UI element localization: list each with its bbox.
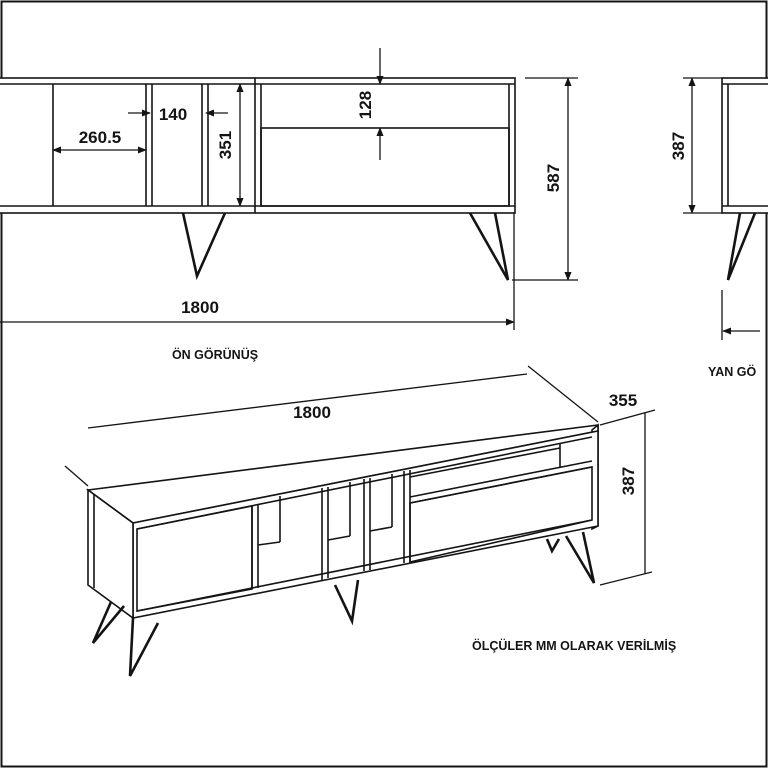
dim-label-260: 260.5 bbox=[79, 128, 122, 147]
iso-drawer bbox=[409, 466, 593, 564]
dim-label-387-side: 387 bbox=[669, 132, 688, 160]
cabinet-body-side bbox=[721, 77, 768, 214]
iso-leg-front-left bbox=[128, 617, 160, 677]
dim-label-1800-front: 1800 bbox=[181, 298, 219, 317]
dim-label-140: 140 bbox=[159, 105, 187, 124]
units-note: ÖLÇÜLER MM OLARAK VERİLMİŞ bbox=[472, 638, 676, 653]
front-leg-right bbox=[468, 212, 510, 281]
iso-leg-middle bbox=[333, 579, 360, 626]
side-leg bbox=[726, 212, 757, 281]
front-view: 260.5 140 351 128 587 1800 ÖN GÖRÜNÜŞ bbox=[0, 48, 578, 362]
iso-leg-right bbox=[564, 531, 596, 584]
side-view-caption: YAN GÖ bbox=[708, 364, 756, 379]
front-view-caption: ÖN GÖRÜNÜŞ bbox=[172, 347, 258, 362]
front-leg-left bbox=[181, 212, 227, 281]
dim-label-1800-iso: 1800 bbox=[293, 403, 331, 422]
dim-label-587: 587 bbox=[544, 164, 563, 192]
dim-label-387-iso: 387 bbox=[619, 467, 638, 495]
iso-view: 1800 355 387 bbox=[64, 365, 656, 677]
dim-label-351: 351 bbox=[216, 131, 235, 159]
dim-label-128: 128 bbox=[356, 91, 375, 119]
drawer-front bbox=[260, 127, 510, 207]
iso-leg-left bbox=[91, 601, 125, 644]
cabinet-body-front bbox=[0, 77, 516, 214]
side-view: 387 YAN GÖ bbox=[669, 77, 768, 379]
dim-label-355-iso: 355 bbox=[609, 391, 637, 410]
